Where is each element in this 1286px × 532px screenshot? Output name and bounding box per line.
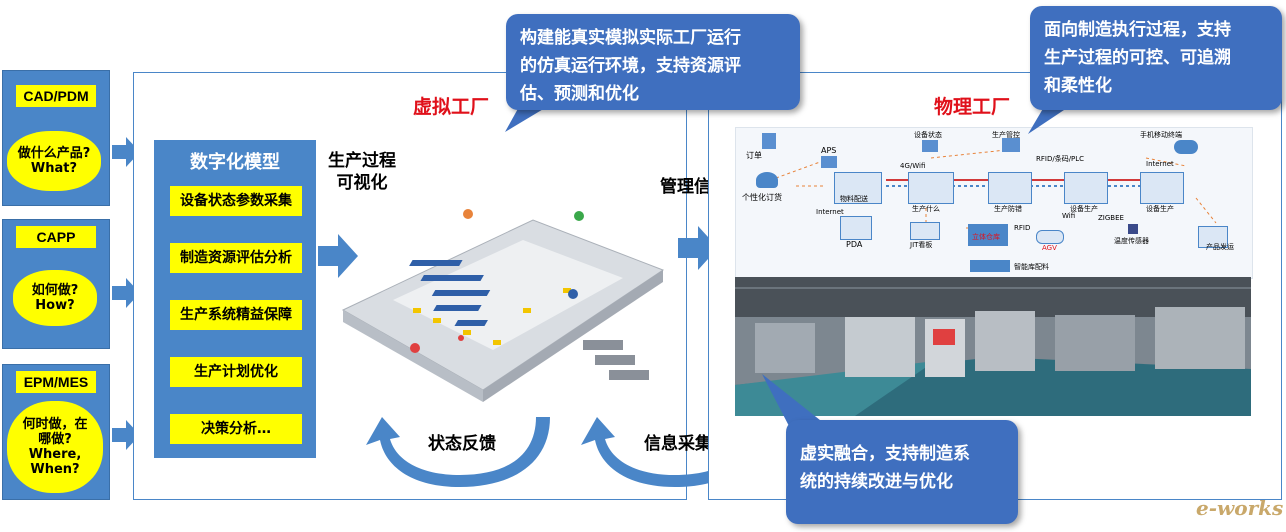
digital-model-title: 数字化模型	[190, 152, 280, 173]
label-zigbee: ZIGBEE	[1098, 214, 1124, 222]
device-prod2-icon	[1140, 172, 1184, 204]
virtual-factory-3d-model	[341, 209, 665, 402]
arrow-right-icon	[318, 234, 358, 278]
temp-sensor-icon	[1128, 224, 1138, 234]
when-q4: When?	[30, 462, 80, 477]
production-process-visual-label: 生产过程 可视化	[320, 150, 404, 194]
label-mobile: 手机移动终端	[1140, 131, 1182, 139]
label-prod-defense: 生产防错	[994, 205, 1022, 213]
production-what-icon	[908, 172, 954, 204]
order-icon	[762, 133, 776, 149]
prod-control-icon	[1002, 138, 1020, 152]
model-item-5: 决策分析…	[170, 414, 302, 444]
label-order: 订单	[746, 151, 762, 160]
digital-model-panel: 数字化模型 设备状态参数采集 制造资源评估分析 生产系统精益保障 生产计划优化 …	[154, 140, 316, 458]
label-device-prod2: 设备生产	[1146, 205, 1174, 213]
virtual-callout-line3: 估、预测和优化	[520, 84, 639, 104]
cloud-icon	[1174, 140, 1198, 154]
e-works-watermark: e-works	[1196, 496, 1284, 520]
device-status-icon	[922, 140, 938, 152]
fusion-callout-line1: 虚实融合，支持制造系	[800, 444, 970, 464]
prod-defense-icon	[988, 172, 1032, 204]
fusion-callout: 虚实融合，支持制造系 统的持续改进与优化	[786, 420, 1018, 524]
physical-callout-line3: 和柔性化	[1044, 76, 1112, 96]
label-aps: APS	[821, 146, 837, 155]
device-prod1-icon	[1064, 172, 1108, 204]
how-question-en: How?	[35, 298, 75, 313]
model-item-3: 生产系统精益保障	[170, 300, 302, 330]
when-q3: Where,	[28, 447, 82, 462]
label-smart-dist: 智能库配料	[1014, 263, 1049, 271]
label-internet1: Internet	[816, 208, 844, 216]
virtual-factory-title: 虚拟工厂	[413, 96, 490, 118]
label-device-status: 设备状态	[914, 131, 942, 139]
what-question-en: What?	[30, 161, 78, 176]
label-device-prod1: 设备生产	[1070, 205, 1098, 213]
cad-pdm-box: CAD/PDM 做什么产品?What?	[2, 70, 110, 206]
label-wifi1: 4G/Wifi	[900, 162, 926, 170]
smart-dist-icon	[970, 260, 1010, 272]
label-product-out: 产品发运	[1206, 243, 1234, 251]
label-prod-control: 生产管控	[992, 131, 1020, 139]
model-item-1: 设备状态参数采集	[170, 186, 302, 216]
aps-icon	[821, 156, 837, 168]
how-question-cn: 如何做?	[31, 283, 79, 298]
label-agv: AGV	[1042, 244, 1057, 252]
physical-factory-callout: 面向制造执行过程，支持 生产过程的可控、可追溯 和柔性化	[1030, 6, 1282, 110]
label-custom-order: 个性化订货	[742, 193, 782, 202]
label-pda: PDA	[846, 240, 863, 249]
virtual-callout-line1: 构建能真实模拟实际工厂运行	[520, 28, 741, 48]
warehouse-icon	[968, 224, 1008, 246]
product-out-icon	[1198, 226, 1228, 248]
how-cloud: 如何做?How?	[15, 272, 95, 324]
custom-order-icon	[756, 172, 778, 188]
info-collection-label: 信息采集	[644, 434, 712, 454]
epm-mes-label: EPM/MES	[16, 371, 96, 393]
physical-callout-line2: 生产过程的可控、可追溯	[1044, 48, 1231, 68]
label-material: 物料配送	[840, 195, 868, 203]
label-internet2: Internet	[1146, 160, 1174, 168]
model-item-2: 制造资源评估分析	[170, 243, 302, 273]
ppv-line2: 可视化	[336, 173, 388, 193]
agv-icon	[1036, 230, 1064, 244]
status-feedback-curved-arrow	[366, 417, 550, 487]
status-feedback-label: 状态反馈	[428, 434, 496, 454]
pda-icon	[840, 216, 872, 240]
physical-factory-title: 物理工厂	[934, 96, 1011, 118]
ppv-line1: 生产过程	[328, 151, 396, 171]
what-cloud: 做什么产品?What?	[9, 133, 99, 189]
fusion-callout-pointer	[762, 374, 830, 428]
label-wifi2: Wifi	[1062, 212, 1076, 220]
when-q1: 何时做，在	[22, 417, 88, 432]
cad-pdm-label: CAD/PDM	[16, 85, 96, 107]
label-production-what: 生产什么	[912, 205, 940, 213]
material-icon	[834, 172, 882, 204]
factory-network-diagram: 订单 个性化订货 APS 物料配送 Internet PDA 生产什么 4G/W…	[735, 127, 1253, 279]
capp-label: CAPP	[16, 226, 96, 248]
when-where-cloud: 何时做，在哪做?Where,When?	[9, 403, 101, 491]
epm-mes-box: EPM/MES 何时做，在哪做?Where,When?	[2, 364, 110, 500]
what-question-cn: 做什么产品?	[17, 146, 91, 161]
model-item-4: 生产计划优化	[170, 357, 302, 387]
virtual-callout-line2: 的仿真运行环境，支持资源评	[520, 56, 741, 76]
label-rfid: RFID	[1014, 224, 1031, 232]
capp-box: CAPP 如何做?How?	[2, 219, 110, 349]
label-rfid-plc: RFID/条码/PLC	[1036, 155, 1085, 163]
physical-callout-line1: 面向制造执行过程，支持	[1044, 20, 1231, 40]
label-jit: JIT看板	[910, 241, 933, 249]
fusion-callout-line2: 统的持续改进与优化	[800, 472, 953, 492]
label-warehouse: 立体仓库	[972, 233, 1000, 241]
physical-factory-photo	[735, 277, 1251, 416]
jit-icon	[910, 222, 940, 240]
label-temp-sensor: 温度传感器	[1114, 237, 1149, 245]
virtual-factory-callout: 构建能真实模拟实际工厂运行 的仿真运行环境，支持资源评 估、预测和优化	[506, 14, 800, 110]
when-q2: 哪做?	[38, 432, 72, 447]
